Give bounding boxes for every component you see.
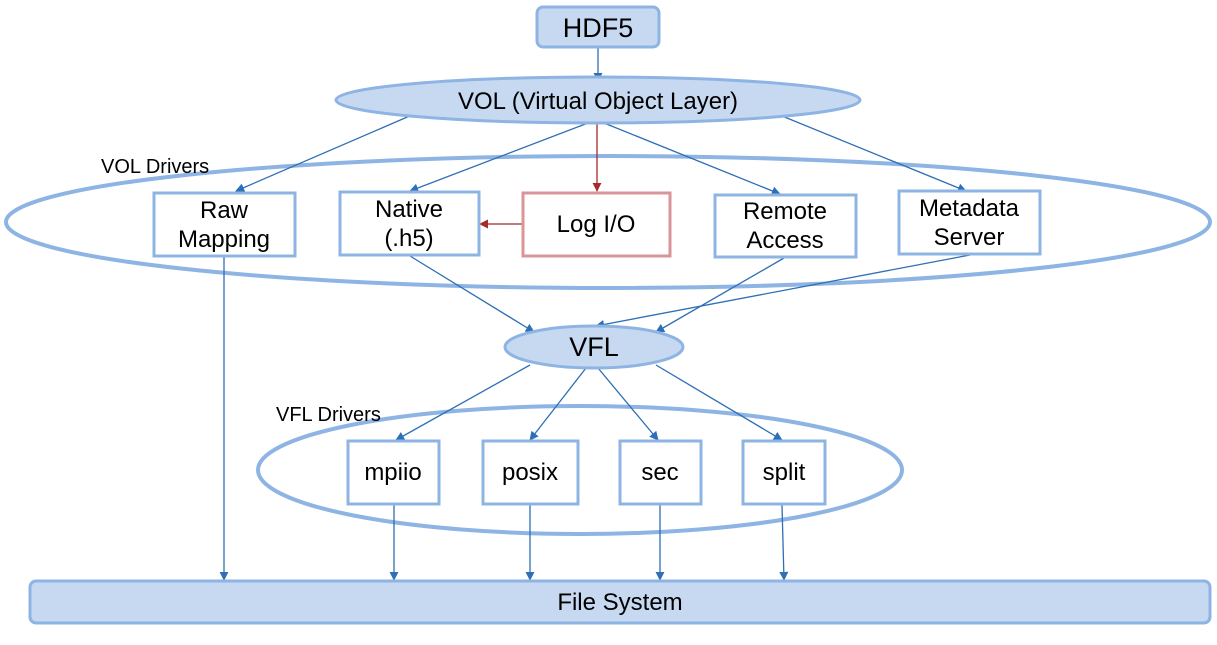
vfl-drivers-group <box>256 404 904 536</box>
vol-drivers-group <box>4 154 1212 290</box>
sec-node: sec <box>618 439 703 506</box>
hdf5-node: HDF5 <box>535 5 661 49</box>
arrow-native-to-vfl <box>409 255 535 333</box>
metadata-server-label-line2: Server <box>934 224 1005 251</box>
native-node: Native (.h5) <box>338 190 481 257</box>
raw-mapping-label-line2: Mapping <box>178 226 270 253</box>
posix-node: posix <box>481 439 580 506</box>
arrow-vol-to-native <box>409 122 589 193</box>
remote-access-label-line1: Remote <box>743 198 827 225</box>
log-io-node: Log I/O <box>521 191 672 258</box>
arrow-vfl-to-sec <box>597 367 659 441</box>
file-system-node: File System <box>28 579 1212 625</box>
raw-mapping-label-line1: Raw <box>200 197 249 224</box>
arrow-metadata-server-to-vfl <box>595 254 971 329</box>
vol-drivers-label: VOL Drivers <box>101 156 209 178</box>
posix-label: posix <box>502 459 558 486</box>
remote-access-label-line2: Access <box>746 227 823 254</box>
metadata-server-node: Metadata Server <box>897 189 1042 256</box>
sec-label: sec <box>641 459 678 486</box>
hdf5-label: HDF5 <box>563 13 634 43</box>
vol-node: VOL (Virtual Object Layer) <box>334 75 862 125</box>
remote-access-node: Remote Access <box>713 193 858 259</box>
native-label-line1: Native <box>375 196 443 223</box>
arrow-vfl-to-posix <box>529 367 587 441</box>
mpiio-node: mpiio <box>346 439 441 506</box>
split-node: split <box>741 439 827 506</box>
raw-mapping-node: Raw Mapping <box>152 191 297 258</box>
arrow-split-to-file-system <box>779 504 789 581</box>
mpiio-label: mpiio <box>364 459 421 486</box>
vfl-drivers-label: VFL Drivers <box>276 404 381 426</box>
vol-label: VOL (Virtual Object Layer) <box>458 88 738 115</box>
log-io-label: Log I/O <box>557 211 636 238</box>
native-label-line2: (.h5) <box>384 225 433 252</box>
split-label: split <box>763 459 806 486</box>
arrow-vol-to-remote-access <box>603 122 781 196</box>
arrow-vol-to-raw-mapping <box>235 114 413 192</box>
file-system-label: File System <box>557 589 682 616</box>
vfl-label: VFL <box>569 332 619 362</box>
arrow-vfl-to-split <box>655 364 783 441</box>
arrow-vol-to-metadata-server <box>781 115 967 193</box>
arrow-remote-access-to-vfl <box>655 257 785 333</box>
metadata-server-label-line1: Metadata <box>919 195 1020 222</box>
vfl-node: VFL <box>503 324 685 370</box>
arrow-vfl-to-mpiio <box>395 364 531 441</box>
